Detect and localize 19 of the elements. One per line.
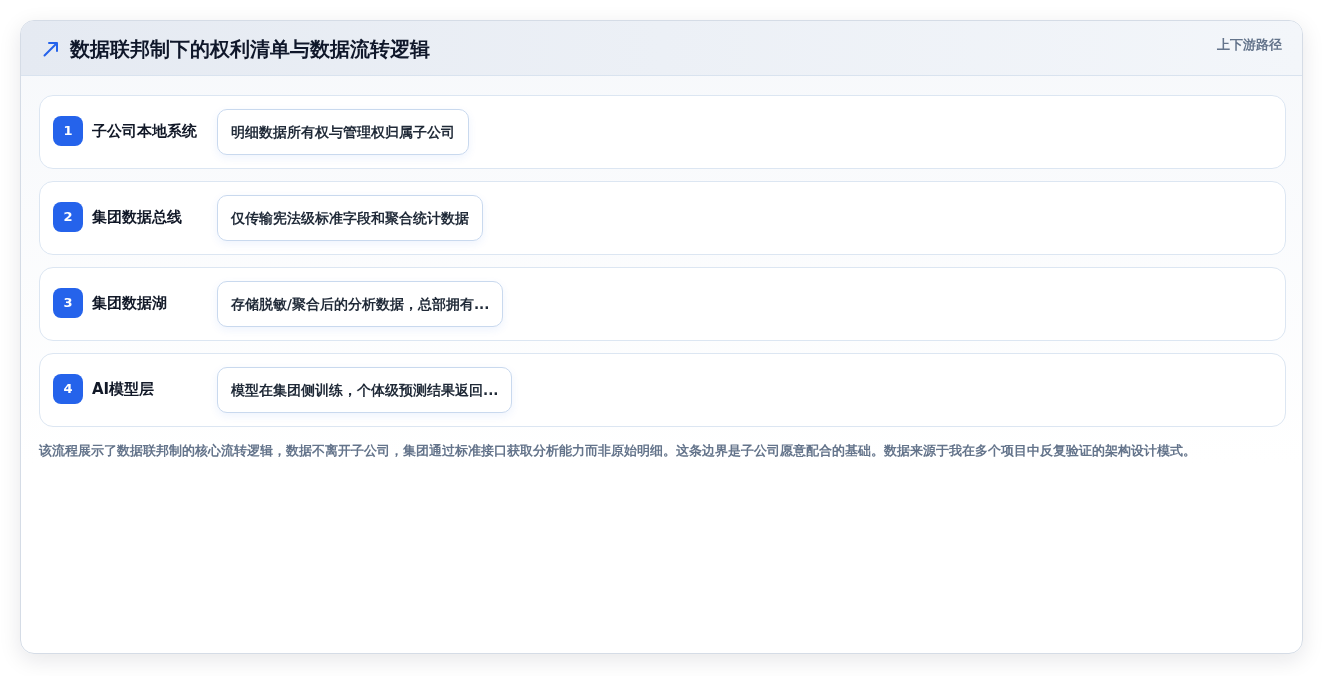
step-number: 2 bbox=[53, 202, 83, 232]
description-tag: 模型在集团侧训练，个体级预测结果返回... bbox=[217, 367, 513, 413]
step-number: 1 bbox=[53, 116, 83, 146]
description-tag: 仅传输宪法级标准字段和聚合统计数据 bbox=[217, 195, 483, 241]
step-number: 3 bbox=[53, 288, 83, 318]
step-row bbox=[39, 353, 1286, 427]
step-row bbox=[39, 267, 1286, 341]
step-title: 子公司本地系统 bbox=[92, 121, 197, 141]
step-title: 集团数据湖 bbox=[92, 293, 167, 313]
header-note: 上下游路径 bbox=[1217, 36, 1282, 54]
step-number: 4 bbox=[53, 374, 83, 404]
step-row bbox=[39, 95, 1286, 169]
description-tag: 存储脱敏/聚合后的分析数据，总部拥有... bbox=[217, 281, 504, 327]
description-tag: 明细数据所有权与管理权归属子公司 bbox=[217, 109, 469, 155]
step-row bbox=[39, 181, 1286, 255]
step-title: AI模型层 bbox=[92, 379, 155, 399]
step-title: 集团数据总线 bbox=[92, 207, 182, 227]
caption-text: 该流程展示了数据联邦制的核心流转逻辑，数据不离开子公司，集团通过标准接口获取分析能力而非原始明细。这条边界是子公司愿意配合的基础。数据来源于我在多个项目中反复验证的架构设计模式。 bbox=[39, 442, 1197, 460]
diagram-title: 数据联邦制下的权利清单与数据流转逻辑 bbox=[70, 36, 430, 62]
